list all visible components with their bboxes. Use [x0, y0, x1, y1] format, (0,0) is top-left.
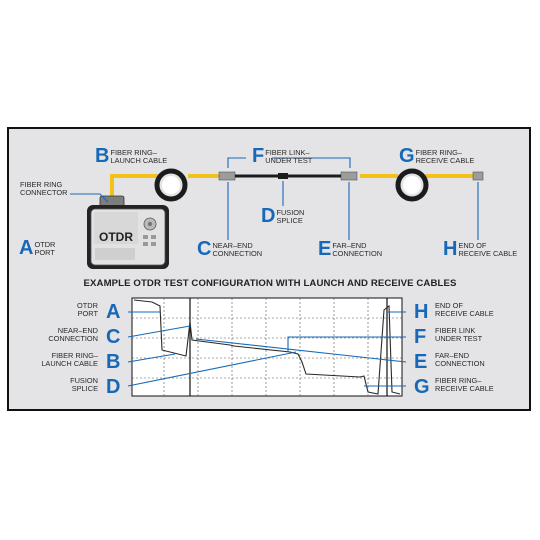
end-connector — [472, 171, 484, 181]
label-f-line1: FIBER LINK– — [265, 148, 310, 157]
legend-left-1-line2: CONNECTION — [48, 334, 98, 343]
legend-left-0-text: OTDR PORT — [28, 302, 98, 318]
letter-g: G — [399, 145, 415, 167]
label-g-line1: FIBER RING– — [415, 148, 462, 157]
legend-right-3-text: FIBER RING– RECEIVE CABLE — [435, 377, 494, 393]
legend-right-3-line2: RECEIVE CABLE — [435, 384, 494, 393]
label-g-line2: RECEIVE CABLE — [415, 156, 475, 165]
legend-left-1-letter: C — [106, 326, 121, 348]
legend-left-2-line2: LAUNCH CABLE — [41, 359, 98, 368]
label-f-top: F FIBER LINK– UNDER TEST — [252, 146, 312, 166]
legend-right-1-text: FIBER LINK UNDER TEST — [435, 327, 482, 343]
label-c-line1: NEAR–END — [212, 241, 253, 250]
legend-left-3-line1: FUSION — [70, 376, 98, 385]
label-e-line2: CONNECTION — [332, 249, 383, 258]
legend-left-1-text: NEAR–END CONNECTION — [28, 327, 98, 343]
letter-h: H — [443, 238, 458, 260]
label-h-top: H END OF RECEIVE CABLE — [443, 239, 517, 259]
plot-grid — [132, 298, 402, 396]
receive-cable-coil — [395, 168, 429, 202]
legend-right-3-line1: FIBER RING– — [435, 376, 482, 385]
legend-right-2-letter: E — [414, 351, 428, 373]
label-h-line2: RECEIVE CABLE — [458, 249, 518, 258]
otdr-device — [87, 195, 169, 269]
label-f-line2: UNDER TEST — [265, 156, 313, 165]
legend-right-1-letter: F — [414, 326, 427, 348]
letter-e: E — [318, 238, 332, 260]
legend-right-0-text: END OF RECEIVE CABLE — [435, 302, 494, 318]
label-b-line1: FIBER RING– — [110, 148, 157, 157]
label-a-top: A OTDR PORT — [19, 238, 55, 258]
near-end-connector — [218, 171, 236, 181]
letter-c: C — [197, 238, 212, 260]
legend-left-3-text: FUSION SPLICE — [28, 377, 98, 393]
label-e-line1: FAR–END — [332, 241, 367, 250]
legend-left-0-letter: A — [106, 301, 121, 323]
legend-right-0-line2: RECEIVE CABLE — [435, 309, 494, 318]
letter-a: A — [19, 237, 34, 259]
label-e-top: E FAR–END CONNECTION — [318, 239, 382, 259]
label-b-line2: LAUNCH CABLE — [110, 156, 168, 165]
label-g-top: G FIBER RING– RECEIVE CABLE — [399, 146, 474, 166]
bracket-f — [227, 157, 351, 168]
label-d-top: D FUSION SPLICE — [261, 206, 304, 226]
legend-right-0-line1: END OF — [435, 301, 463, 310]
legend-left-0-line1: OTDR — [77, 301, 98, 310]
label-h-line1: END OF — [458, 241, 487, 250]
legend-left-3-line2: SPLICE — [71, 384, 98, 393]
fusion-splice — [278, 173, 288, 179]
label-d-line1: FUSION — [276, 208, 305, 217]
label-a-line1: OTDR — [34, 240, 56, 249]
letter-f: F — [252, 145, 265, 167]
label-c-line2: CONNECTION — [212, 249, 263, 258]
label-connector: FIBER RING CONNECTOR — [20, 181, 68, 197]
label-connector-line1: FIBER RING — [20, 180, 63, 189]
letter-d: D — [261, 205, 276, 227]
label-connector-line2: CONNECTOR — [20, 188, 68, 197]
legend-right-2-text: FAR–END CONNECTION — [435, 352, 485, 368]
legend-right-0-letter: H — [414, 301, 429, 323]
legend-left-2-text: FIBER RING– LAUNCH CABLE — [28, 352, 98, 368]
legend-left-1-line1: NEAR–END — [57, 326, 98, 335]
otdr-trace — [133, 299, 401, 395]
legend-right-2-line2: CONNECTION — [435, 359, 485, 368]
launch-cable-coil — [154, 168, 188, 202]
legend-left-0-line2: PORT — [77, 309, 98, 318]
diagram-caption: EXAMPLE OTDR TEST CONFIGURATION WITH LAU… — [83, 278, 457, 289]
label-c-top: C NEAR–END CONNECTION — [197, 239, 262, 259]
otdr-trace-plot — [127, 297, 407, 397]
far-end-connector — [340, 171, 358, 181]
legend-left-2-line1: FIBER RING– — [51, 351, 98, 360]
legend-right-1-line2: UNDER TEST — [435, 334, 483, 343]
legend-left-2-letter: B — [106, 351, 121, 373]
label-d-line2: SPLICE — [276, 216, 303, 225]
label-b-top: B FIBER RING– LAUNCH CABLE — [95, 146, 167, 166]
plot-leaders — [127, 311, 407, 387]
otdr-device-name: OTDR — [99, 230, 133, 244]
legend-right-1-line1: FIBER LINK — [435, 326, 476, 335]
legend-left-3-letter: D — [106, 376, 121, 398]
letter-b: B — [95, 145, 110, 167]
label-a-line2: PORT — [34, 248, 55, 257]
fiber-cable — [110, 174, 158, 205]
legend-right-2-line1: FAR–END — [435, 351, 470, 360]
legend-right-3-letter: G — [414, 376, 430, 398]
